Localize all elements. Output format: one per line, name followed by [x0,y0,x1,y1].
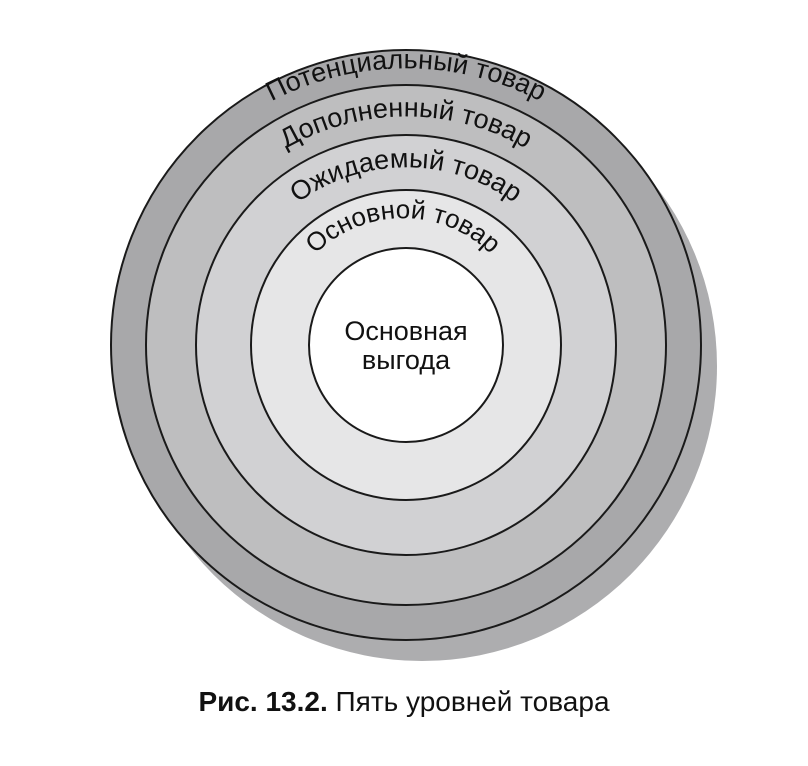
figure-caption: Рис. 13.2. Пять уровней товара [0,686,808,718]
core-benefit-circle [308,247,504,443]
figure-number: Рис. 13.2. [198,686,328,717]
core-benefit-label-line2: выгода [362,345,451,375]
product-levels-diagram: Потенциальный товар Дополненный товар Ож… [110,44,717,661]
figure-title: Пять уровней товара [327,686,610,717]
core-benefit-label-line1: Основная [344,316,467,346]
